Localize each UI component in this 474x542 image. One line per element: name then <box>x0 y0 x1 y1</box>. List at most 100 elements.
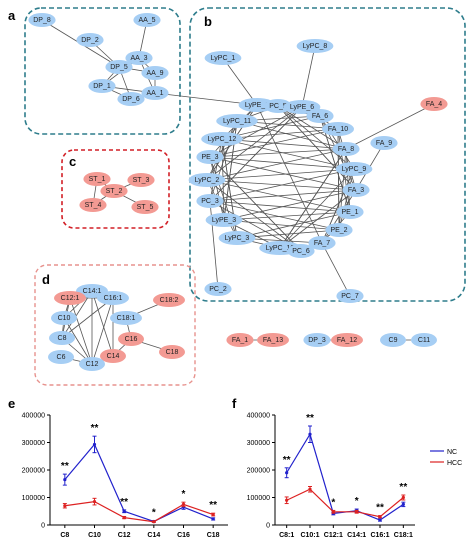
node-label: LyPC_1 <box>211 55 236 62</box>
network-node[interactable]: LyPC_8 <box>296 39 334 53</box>
network-node[interactable]: DP_5 <box>105 60 133 74</box>
network-node[interactable]: PC_6 <box>287 244 315 258</box>
network-node[interactable]: ST_5 <box>131 200 159 214</box>
data-point <box>378 518 382 522</box>
significance-mark: ** <box>120 497 128 508</box>
network-node[interactable]: FA_3 <box>342 183 370 197</box>
network-node[interactable]: ST_1 <box>83 172 111 186</box>
network-node[interactable]: DP_8 <box>28 13 56 27</box>
node-label: PC_3 <box>201 198 219 205</box>
network-node[interactable]: C16:1 <box>97 291 129 305</box>
node-label: C18 <box>166 349 179 356</box>
network-node[interactable]: AA_5 <box>133 13 161 27</box>
network-node[interactable]: LyPE_3 <box>205 213 243 227</box>
network-node[interactable]: C18 <box>159 345 185 359</box>
network-node[interactable]: PE_3 <box>196 150 224 164</box>
network-node[interactable]: LyPC_9 <box>335 162 373 176</box>
node-label: C8 <box>58 335 67 342</box>
network-node[interactable]: C8 <box>49 331 75 345</box>
network-node[interactable]: C12 <box>79 357 105 371</box>
network-node[interactable]: FA_9 <box>370 136 398 150</box>
network-node[interactable]: DP_6 <box>117 92 145 106</box>
network-node[interactable]: C11 <box>411 333 437 347</box>
network-node[interactable]: LyPE_6 <box>283 100 321 114</box>
network-node[interactable]: LyPC_3 <box>218 231 256 245</box>
network-node[interactable]: FA_13 <box>257 333 289 347</box>
network-node[interactable]: PC_5 <box>264 99 292 113</box>
x-tick-label: C12 <box>118 532 131 539</box>
network-node[interactable]: LyPC_12 <box>201 132 243 146</box>
node-ellipse <box>420 97 448 111</box>
x-tick-label: C10:1 <box>300 532 319 539</box>
panel-d-frame <box>34 264 196 386</box>
node-ellipse <box>370 136 398 150</box>
network-node[interactable]: C6 <box>48 350 74 364</box>
network-node[interactable]: C10 <box>51 311 77 325</box>
panel-letter-e: e <box>8 396 15 411</box>
network-node[interactable]: C12:1 <box>54 291 86 305</box>
network-node[interactable]: PC_7 <box>336 289 364 303</box>
node-label: C14 <box>107 353 120 360</box>
network-node[interactable]: FA_10 <box>322 122 354 136</box>
x-tick-label: C18 <box>207 532 220 539</box>
node-label: C16 <box>125 336 138 343</box>
network-node[interactable]: ST_3 <box>127 173 155 187</box>
network-node[interactable]: PE_1 <box>336 205 364 219</box>
network-edge <box>206 179 238 239</box>
x-tick-label: C8:1 <box>279 532 294 539</box>
network-edge <box>206 179 357 191</box>
network-node[interactable]: DP_2 <box>76 33 104 47</box>
node-label: FA_3 <box>348 187 364 194</box>
network-node[interactable]: PC_2 <box>204 282 232 296</box>
data-point <box>92 442 97 447</box>
network-node[interactable]: LyPC_2 <box>188 173 226 187</box>
data-point <box>122 515 126 520</box>
network-node[interactable]: DP_1 <box>88 79 116 93</box>
network-node[interactable]: C16 <box>118 332 144 346</box>
network-node[interactable]: FA_7 <box>308 236 336 250</box>
network-node[interactable]: C9 <box>380 333 406 347</box>
y-tick-label: 300000 <box>22 440 45 447</box>
node-ellipse <box>306 109 334 123</box>
network-edge <box>209 200 340 231</box>
node-label: FA_13 <box>263 337 283 344</box>
network-node[interactable]: AA_3 <box>125 51 153 65</box>
network-edge <box>277 105 357 191</box>
network-node[interactable]: ST_2 <box>100 184 128 198</box>
network-node[interactable]: LyPC_1 <box>204 51 242 65</box>
network-edge <box>223 211 351 221</box>
network-edge <box>61 290 93 339</box>
network-edge <box>223 219 340 231</box>
network-node[interactable]: C14 <box>100 349 126 363</box>
network-node[interactable]: PC_3 <box>196 194 224 208</box>
series-line-hcc <box>286 488 404 518</box>
network-node[interactable]: FA_8 <box>332 142 360 156</box>
node-ellipse <box>226 333 254 347</box>
network-node[interactable]: AA_9 <box>141 66 169 80</box>
data-point <box>401 502 405 506</box>
node-ellipse <box>79 357 105 371</box>
node-label: FA_4 <box>426 101 442 108</box>
network-node[interactable]: FA_4 <box>420 97 448 111</box>
node-ellipse <box>141 66 169 80</box>
node-label: PE_1 <box>341 209 358 216</box>
network-node[interactable]: LyPC_11 <box>216 114 258 128</box>
node-ellipse <box>283 100 321 114</box>
node-ellipse <box>110 311 142 325</box>
network-node[interactable]: FA_6 <box>306 109 334 123</box>
node-label: LyPC_11 <box>223 118 251 125</box>
network-node[interactable]: FA_1 <box>226 333 254 347</box>
network-node[interactable]: FA_12 <box>331 333 363 347</box>
network-node[interactable]: ST_4 <box>79 198 107 212</box>
network-node[interactable]: C18:1 <box>110 311 142 325</box>
network-node[interactable]: AA_1 <box>141 86 169 100</box>
network-node[interactable]: C18:2 <box>153 293 185 307</box>
network-node[interactable]: PE_2 <box>325 223 353 237</box>
network-edge <box>277 105 347 150</box>
network-edge <box>345 103 435 150</box>
x-tick-label: C12:1 <box>324 532 343 539</box>
data-point <box>63 504 67 508</box>
node-label: C18:1 <box>117 315 136 322</box>
network-node[interactable]: DP_3 <box>303 333 331 347</box>
